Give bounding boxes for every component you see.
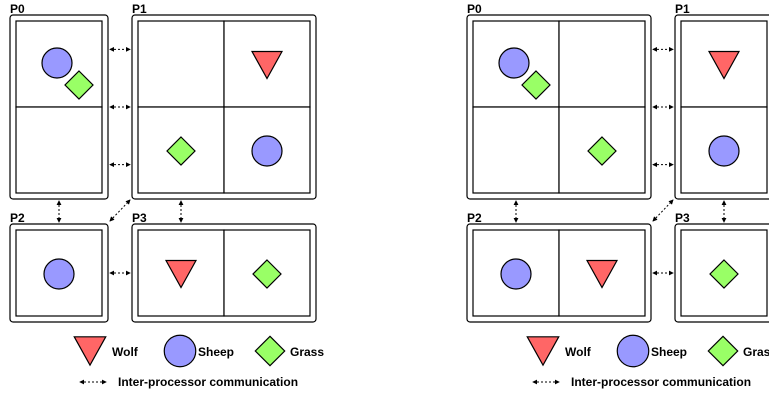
- processor-label: P0: [467, 2, 482, 16]
- legend-sheep-icon: [163, 334, 197, 368]
- processor-p3: P3: [674, 211, 769, 323]
- wolf-icon: [585, 259, 619, 289]
- legend-sheep-label: Sheep: [198, 345, 234, 359]
- grid-cell: [15, 106, 103, 194]
- grass-icon: [166, 136, 196, 166]
- sheep-icon: [500, 258, 532, 290]
- legend-grass-icon: [707, 335, 739, 367]
- legend-grass-icon: [254, 335, 286, 367]
- processor-p0: P0: [466, 2, 652, 200]
- wolf-icon: [707, 50, 741, 80]
- legend-wolf-icon: [526, 336, 560, 367]
- legend-sheep-label: Sheep: [651, 345, 687, 359]
- processor-p1: P1: [674, 2, 769, 200]
- processor-label: P2: [10, 211, 25, 225]
- sheep-icon: [498, 47, 530, 79]
- grid-cell: [558, 20, 646, 108]
- processor-label: P2: [467, 211, 482, 225]
- sheep-icon: [708, 135, 740, 167]
- grass-icon: [709, 259, 739, 289]
- processor-p3: P3: [131, 211, 317, 323]
- grid-cell: [472, 229, 560, 317]
- processor-label: P1: [132, 2, 147, 16]
- grid-cell: [223, 229, 311, 317]
- grass-icon: [252, 259, 282, 289]
- grid-cell: [472, 106, 560, 194]
- grass-icon: [587, 136, 617, 166]
- processor-p0: P0: [9, 2, 109, 200]
- grid-cell: [223, 106, 311, 194]
- communication-arrow: [109, 199, 131, 222]
- legend-grass-label: Grass: [290, 345, 324, 359]
- processor-p2: P2: [466, 211, 652, 323]
- grass-icon: [64, 70, 94, 100]
- wolf-icon: [164, 259, 198, 289]
- grass-icon: [521, 70, 551, 100]
- legend-wolf-label: Wolf: [565, 345, 592, 359]
- processor-p1: P1: [131, 2, 317, 200]
- sheep-icon: [41, 47, 73, 79]
- grid-cell: [137, 20, 225, 108]
- legend-sheep-icon: [616, 334, 650, 368]
- processor-label: P3: [675, 211, 690, 225]
- processor-p2: P2: [9, 211, 109, 323]
- legend-wolf-label: Wolf: [112, 345, 139, 359]
- processor-label: P1: [675, 2, 690, 16]
- legend-wolf-icon: [73, 336, 107, 367]
- legend-communication-label: Inter-processor communication: [571, 375, 751, 389]
- sheep-icon: [251, 135, 283, 167]
- processor-label: P0: [10, 2, 25, 16]
- wolf-icon: [250, 50, 284, 80]
- legend-grass-label: Grass: [743, 345, 769, 359]
- communication-arrow: [652, 199, 674, 222]
- processor-label: P3: [132, 211, 147, 225]
- legend-communication-label: Inter-processor communication: [118, 375, 298, 389]
- sheep-icon: [43, 258, 75, 290]
